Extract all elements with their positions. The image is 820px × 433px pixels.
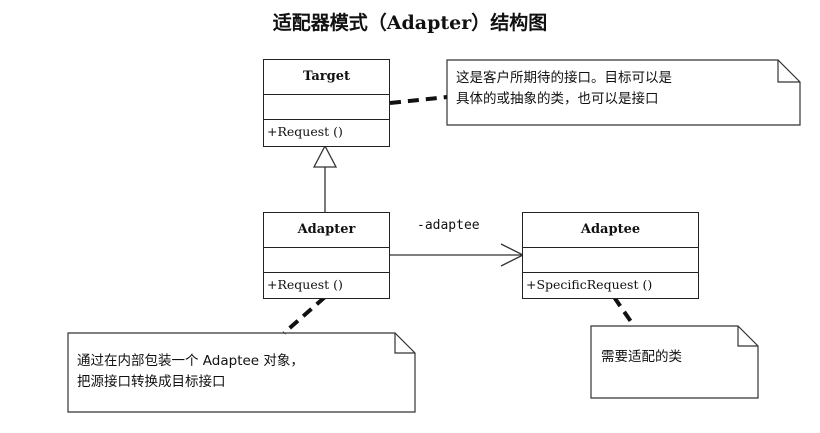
- note-anchor-adaptee: [612, 295, 636, 328]
- diagram-title: 适配器模式（Adapter）结构图: [0, 8, 820, 35]
- class-target-attributes: [264, 95, 389, 120]
- class-adapter-operation: +Request (): [267, 277, 343, 292]
- class-adapter: Adapter +Request (): [263, 212, 390, 299]
- class-adaptee: Adaptee +SpecificRequest (): [522, 212, 699, 299]
- note-target-line1: 这是客户所期待的接口。目标可以是: [456, 70, 672, 86]
- class-adaptee-operation: +SpecificRequest (): [526, 277, 653, 292]
- association-arrow: [388, 243, 525, 267]
- class-adapter-attributes: [264, 248, 389, 273]
- class-adapter-name: Adapter: [264, 213, 389, 248]
- note-adaptee-text: 需要适配的类: [601, 347, 682, 368]
- title-en: Adapter: [386, 12, 472, 34]
- title-cn: 适配器模式（: [272, 12, 387, 34]
- note-target-text: 这是客户所期待的接口。目标可以是 具体的或抽象的类，也可以是接口: [456, 68, 672, 110]
- title-tail: ）结构图: [471, 12, 548, 34]
- class-target: Target +Request (): [263, 59, 390, 147]
- generalization-arrow: [312, 144, 338, 214]
- class-target-name: Target: [264, 60, 389, 95]
- note-adapter-text: 通过在内部包装一个 Adaptee 对象， 把源接口转换成目标接口: [77, 351, 304, 393]
- class-adaptee-name: Adaptee: [523, 213, 698, 248]
- note-target-line2: 具体的或抽象的类，也可以是接口: [456, 91, 659, 107]
- note-adapter-line1: 通过在内部包装一个 Adaptee 对象，: [77, 353, 304, 369]
- note-anchor-adapter: [282, 295, 327, 335]
- note-adapter-line2: 把源接口转换成目标接口: [77, 374, 226, 390]
- note-adaptee-shape: [590, 325, 759, 399]
- note-target-shape: [446, 59, 801, 126]
- note-adapter-shape: [67, 332, 416, 413]
- note-adaptee-line1: 需要适配的类: [601, 349, 682, 365]
- association-label: -adaptee: [417, 218, 480, 233]
- note-anchor-target: [389, 95, 448, 105]
- class-adaptee-attributes: [523, 248, 698, 273]
- class-target-operation: +Request (): [267, 124, 343, 139]
